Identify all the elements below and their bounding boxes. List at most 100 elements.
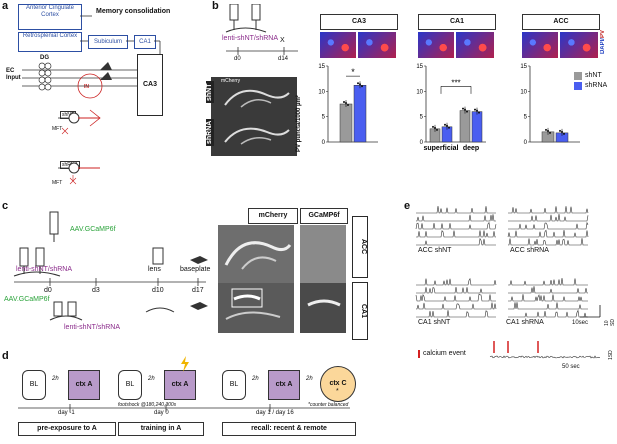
point-1-0-0-1 — [436, 128, 438, 131]
phase-label-training: training in A — [118, 422, 204, 436]
y-axis-label: PV puncta/1000 µm² — [296, 95, 302, 152]
ctx-a-box-2: ctx A — [164, 370, 196, 400]
day-1-16-label: day 1 / day 16 — [256, 410, 294, 416]
circuit-diagram — [22, 15, 161, 185]
trace-1-2 — [508, 221, 589, 230]
lightning-icon — [181, 356, 189, 372]
confocal-acc-shnt — [522, 32, 558, 58]
trace-1-4 — [508, 238, 588, 246]
point-1-1-0-2 — [464, 108, 466, 111]
phase-label-recall: recall: recent & remote — [222, 422, 356, 436]
x-tick-label-1-0: superficial — [423, 145, 458, 152]
trace-2-4 — [416, 310, 496, 318]
d14-label-b: d14 — [278, 56, 289, 62]
ca3-box: CA3 — [137, 54, 163, 116]
timeline-c — [13, 211, 208, 321]
dapi-pv-label: DAPI/PV — [600, 30, 606, 55]
hippocampus-image-shnt: mCherry — [211, 77, 297, 119]
lenti-virus-label-c1: lenti-shNT/shRNA — [16, 266, 73, 273]
point-2-0-0-1 — [549, 131, 551, 134]
trace-2-2 — [415, 293, 496, 302]
legend-label-shrna: shRNA — [585, 82, 608, 89]
trace-label-acc-shnt: ACC shNT — [418, 247, 452, 254]
trace-2-3 — [416, 302, 497, 310]
region-header-ca1: CA1 — [418, 14, 496, 30]
y-tick-label-0-0: 0 — [322, 140, 326, 146]
trace-3-2 — [508, 294, 588, 302]
bar-0-0-1 — [353, 85, 367, 143]
trace-0-2 — [415, 221, 497, 230]
legend-swatch-shrna — [574, 82, 582, 90]
point-1-1-1-1 — [478, 111, 480, 114]
sig-star-ca1: *** — [451, 78, 460, 87]
scale-1sd: 1SD — [608, 350, 614, 360]
point-1-0-1-2 — [446, 124, 448, 127]
y-tick-label-1-10: 10 — [416, 89, 423, 95]
point-0-0-0-0 — [343, 101, 345, 103]
trace-label-ca1-shnt: CA1 shNT — [418, 319, 451, 326]
lenti-virus-label-b: lenti-shNT/shRNA — [222, 35, 279, 42]
calcium-traces — [415, 206, 601, 359]
legend: shNT shRNA — [574, 72, 607, 90]
row-label-shrna: shRNA — [206, 118, 214, 146]
legend-item-shnt: shNT — [574, 72, 607, 80]
scale-50sec: 50 sec — [562, 364, 580, 370]
x-tick-label-1-1: deep — [463, 145, 479, 152]
trace-0-0 — [416, 206, 496, 214]
aav-label-1: AAV.GCaMP6f — [70, 226, 116, 233]
calcium-event-label: calcium event — [423, 350, 466, 357]
panel-label-c: c — [2, 200, 9, 212]
point-0-0-0-1 — [347, 104, 349, 106]
hippocampus-image-shrna — [211, 118, 297, 156]
row-label-acc: ACC — [352, 216, 368, 278]
day-0-label: day 0 — [154, 410, 169, 416]
acc-gcamp-image — [300, 225, 346, 283]
point-1-1-0-1 — [466, 110, 468, 113]
trace-label-ca1-shrna: CA1 shRNA — [506, 319, 544, 326]
x-mark: X — [280, 37, 285, 44]
point-2-0-0-2 — [547, 129, 549, 132]
ec-input-label: EC Input — [6, 68, 21, 81]
point-1-1-1-0 — [474, 108, 476, 111]
region-header-acc: ACC — [522, 14, 600, 30]
y-tick-label-2-10: 10 — [520, 89, 527, 95]
y-tick-label-2-0: 0 — [524, 140, 528, 146]
trace-1-0 — [508, 206, 589, 214]
day-d0-c: d0 — [44, 287, 52, 294]
point-1-0-1-1 — [448, 126, 450, 129]
confocal-ca1-shrna — [456, 32, 494, 58]
header-mcherry: mCherry — [248, 208, 298, 224]
legend-label-shnt: shNT — [585, 72, 602, 79]
mft-label-1: MFT — [52, 126, 63, 132]
timeline-b — [226, 47, 298, 55]
point-0-0-0-2 — [345, 102, 347, 104]
day-d10-c: d10 — [152, 287, 164, 294]
interval-2h-2: 2h — [148, 376, 155, 382]
day-d3-c: d3 — [92, 287, 100, 294]
dg-label: DG — [40, 55, 49, 61]
calcium-event-marker — [418, 350, 420, 358]
header-gcamp: GCaMP6f — [300, 208, 348, 224]
panel-label-b: b — [212, 0, 219, 12]
y-tick-label-0-15: 15 — [318, 64, 325, 70]
trace-2-1 — [416, 286, 496, 294]
y-tick-label-1-15: 15 — [416, 64, 423, 70]
ca1-mcherry-image — [218, 283, 294, 333]
y-tick-label-2-15: 15 — [520, 64, 527, 70]
scale-10sd: 10 SD — [604, 319, 616, 326]
point-1-0-1-0 — [444, 123, 446, 126]
d0-label-b: d0 — [234, 56, 241, 62]
lens-label: lens — [148, 266, 161, 273]
point-2-0-1-1 — [563, 132, 565, 135]
point-1-1-1-2 — [476, 109, 478, 112]
point-1-0-0-2 — [434, 126, 436, 129]
ca1-gcamp-image — [300, 283, 346, 333]
ctx-a-box-1: ctx A — [68, 370, 100, 400]
aav-label-2: AAV.GCaMP6f — [4, 296, 50, 303]
memory-consolidation-title: Memory consolidation — [96, 8, 171, 15]
day-d17-c: d17 — [192, 287, 204, 294]
in-label: IN — [84, 84, 89, 90]
panel-label-a: a — [2, 0, 9, 12]
point-2-0-0-0 — [545, 128, 547, 131]
